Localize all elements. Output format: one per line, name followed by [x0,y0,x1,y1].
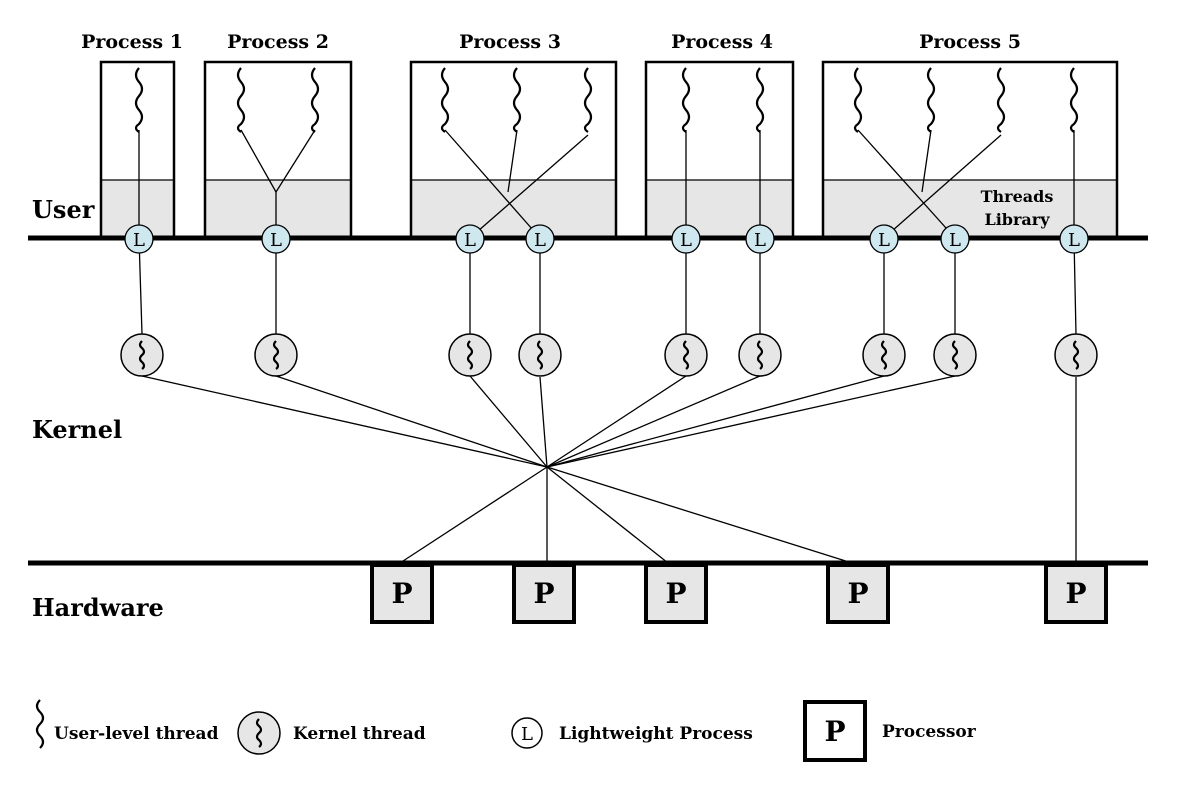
processor: P [370,563,434,624]
process-3-title: Process 3 [459,31,561,53]
lwp-node: L [745,224,775,254]
user-thread-icon [236,67,246,133]
lwp-node: L [124,224,154,254]
processor-letter: P [533,577,554,610]
processor: P [644,563,708,624]
processor: P [1044,563,1108,624]
processor-letter: P [847,577,868,610]
lwp-node: L [940,224,970,254]
kernel-thread [738,333,782,377]
user-thread-icon [512,67,522,133]
kernel-thread [518,333,562,377]
kernel-thread [120,333,164,377]
scheduler-lines [141,375,1077,564]
kernel-thread [1054,333,1098,377]
user-layer-label: User [32,195,95,224]
threads-library-label-line2: Library [984,210,1050,229]
processor: P [512,563,576,624]
lwp-node: L [261,224,291,254]
process-4-title: Process 4 [671,31,773,53]
lwp-letter: L [680,230,692,251]
lwp-letter: L [133,230,145,251]
lwp-node: L [869,224,899,254]
processor-letter: P [1065,577,1086,610]
lwp-letter: L [270,230,282,251]
threads-library-label-line1: Threads [981,187,1054,206]
kernel-thread [664,333,708,377]
legend-kernel-thread-label: Kernel thread [293,724,426,744]
user-thread-icon [134,67,144,133]
kernel-thread [862,333,906,377]
processor-legend-icon: P [803,700,867,762]
lwp-node: L [1059,224,1089,254]
lwp-node: L [671,224,701,254]
user-thread-icon [1069,67,1079,133]
processor-legend-letter: P [824,715,845,748]
lwp-letter: L [754,230,766,251]
lwp-node: L [455,224,485,254]
processor: P [826,563,890,624]
kernel-thread [933,333,977,377]
process-5-box [821,60,1119,240]
user-thread-icon [853,67,863,133]
lwp-legend-letter: L [521,724,533,745]
kernel-thread [448,333,492,377]
user-thread-icon [440,67,450,133]
lwp-letter: L [878,230,890,251]
lwp-letter: L [1068,230,1080,251]
legend: User-level thread Kernel thread L Lightw… [35,699,977,762]
lwp-to-kernel-thread-lines [138,237,1077,335]
lwp-legend-icon: L [511,717,543,749]
user-thread-icon [583,67,593,133]
hardware-layer-label: Hardware [32,593,164,622]
lwp-node: L [525,224,555,254]
legend-processor-label: Processor [882,722,977,742]
processor-letter: P [665,577,686,610]
process-1-title: Process 1 [81,31,183,53]
process-5-title: Process 5 [919,31,1021,53]
process-4-box [644,60,795,240]
lwp-letter: L [949,230,961,251]
legend-lwp-label: Lightweight Process [559,724,753,744]
user-thread-icon [755,67,765,133]
user-thread-icon [310,67,320,133]
user-thread-icon [996,67,1006,133]
kernel-threads [120,333,1098,377]
user-thread-legend-icon [35,699,45,749]
user-thread-icon [926,67,936,133]
user-threads [134,67,1079,133]
kernel-layer-label: Kernel [32,415,122,444]
process-3-box [409,60,618,240]
kernel-thread-legend-icon [237,711,281,755]
lwp-letter: L [464,230,476,251]
kernel-thread [254,333,298,377]
user-space-shade [411,180,616,238]
process-2-box [203,60,353,240]
process-1-box [99,60,176,240]
lwp-letter: L [534,230,546,251]
process-2-title: Process 2 [227,31,329,53]
legend-user-thread-label: User-level thread [54,724,219,744]
user-thread-icon [681,67,691,133]
processor-letter: P [391,577,412,610]
